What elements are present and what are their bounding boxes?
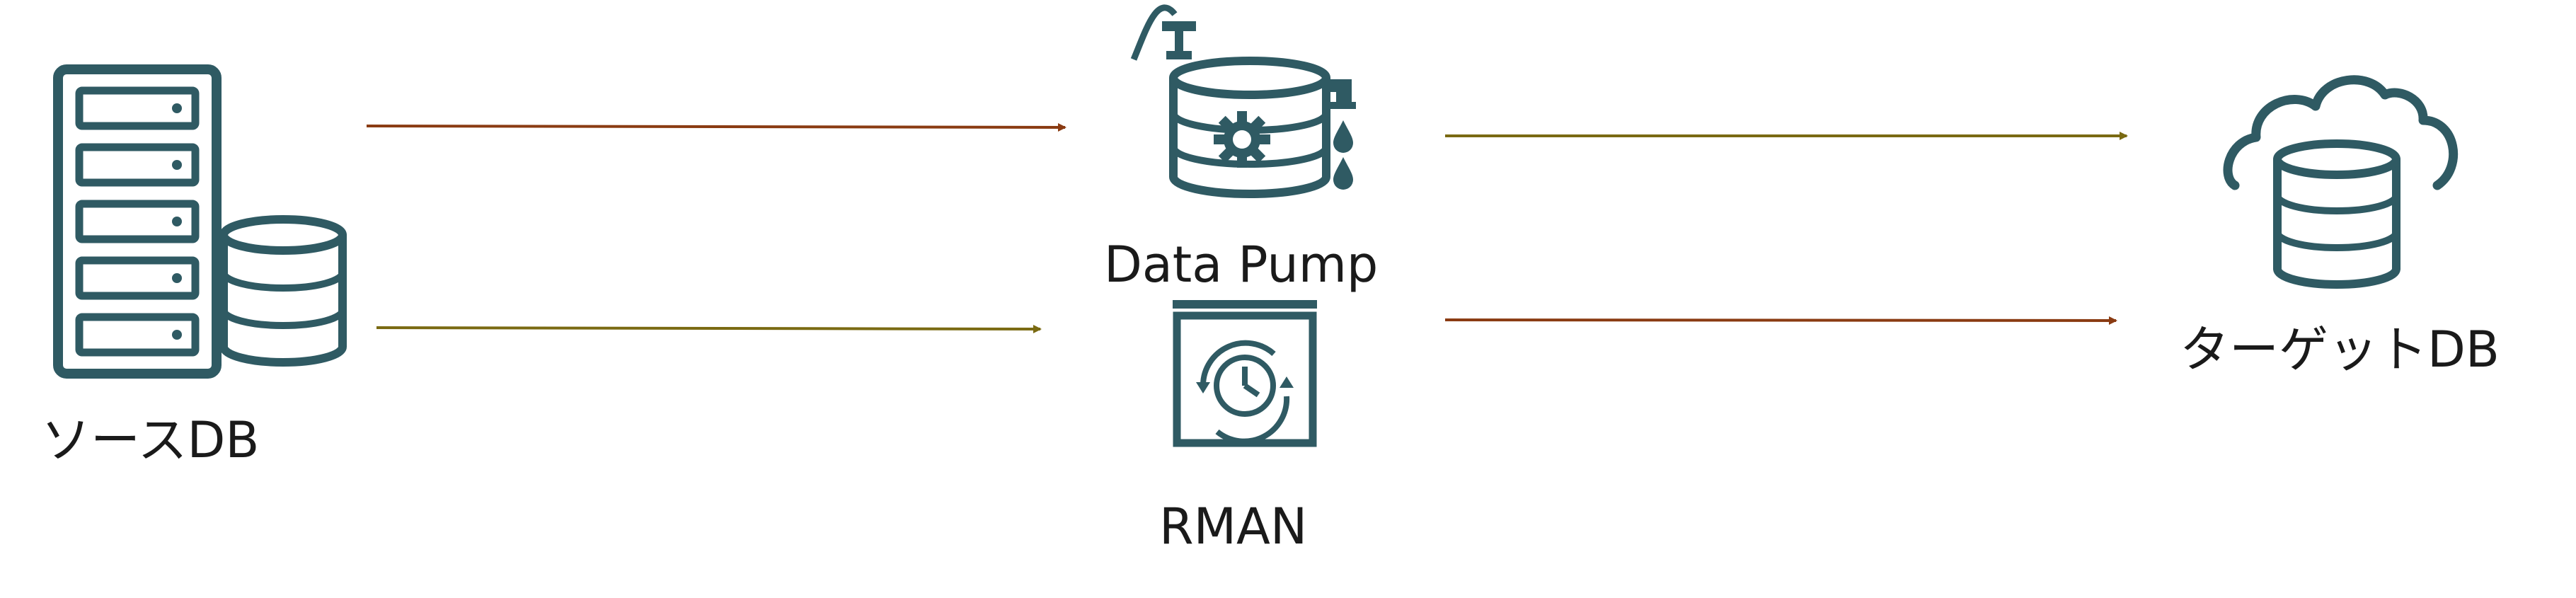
source-server-icon — [53, 64, 222, 379]
target-label: ターゲットDB — [2180, 321, 2500, 379]
source-database-icon — [219, 215, 347, 367]
rman-label: RMAN — [1159, 498, 1307, 556]
arrow-source-to-rman — [376, 324, 1042, 333]
backup-clock-icon — [1173, 300, 1317, 447]
data-pump-label: Data Pump — [1104, 236, 1378, 294]
arrow-source-to-datapump — [366, 122, 1066, 132]
cloud-database-icon — [2223, 75, 2459, 289]
arrow-rman-to-target — [1444, 316, 2117, 325]
database-pump-icon — [1130, 4, 1356, 198]
source-label: ソースDB — [41, 411, 259, 469]
